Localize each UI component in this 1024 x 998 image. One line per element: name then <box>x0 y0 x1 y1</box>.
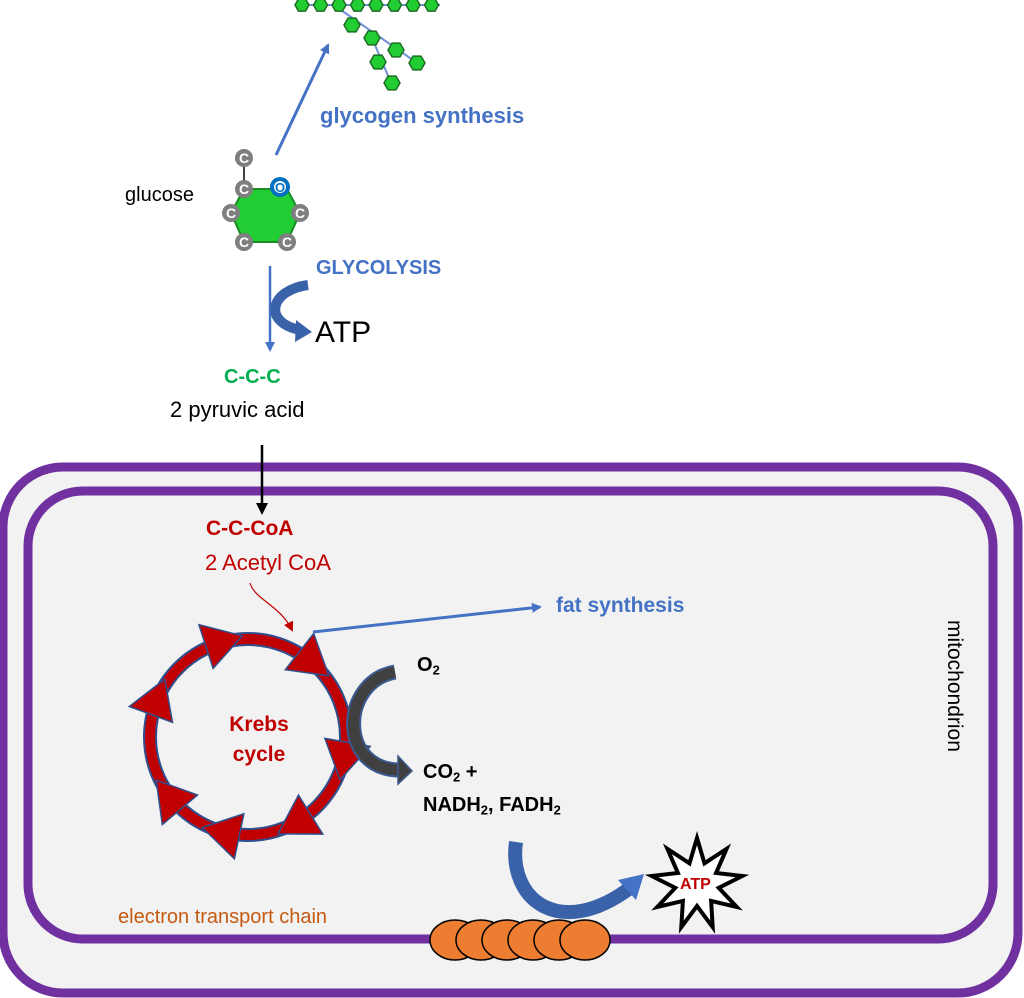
atp-glycolysis-label: ATP <box>315 316 372 349</box>
atp-arrowhead <box>295 320 312 342</box>
carbon-atom <box>235 180 253 198</box>
atp-etc-label: ATP <box>680 876 711 893</box>
etc-curved-arrow <box>508 841 635 920</box>
glycogen-molecule <box>294 0 440 91</box>
fadh-subscript: 2 <box>553 802 561 818</box>
nadh-symbol: NADH <box>423 794 481 816</box>
glycogen-branch-unit <box>383 75 401 91</box>
co2-plus: + <box>460 761 478 783</box>
etc-arrowhead <box>618 874 644 900</box>
krebs-label-line2: cycle <box>232 743 286 767</box>
krebs-cycle-label: Krebs cycle <box>224 710 294 771</box>
fat-synthesis-label: fat synthesis <box>556 594 685 617</box>
co2-symbol: CO <box>423 761 453 783</box>
krebs-arrowhead <box>127 677 174 724</box>
nadh-subscript: 2 <box>480 802 489 818</box>
glycogen-branch-unit <box>408 55 426 71</box>
glycolysis-label: GLYCOLYSIS <box>316 257 442 279</box>
carbon-atom <box>235 149 253 167</box>
atp-star <box>644 830 750 934</box>
krebs-arrowhead <box>197 623 244 670</box>
glycogen-branch-unit <box>343 17 361 33</box>
oxygen-symbol: O <box>417 654 433 676</box>
glycogen-branch-unit <box>387 42 405 58</box>
etc-label: electron transport chain <box>118 906 328 928</box>
carbon-symbol: C <box>239 181 249 197</box>
acetyl-name: 2 Acetyl CoA <box>205 550 331 575</box>
acetyl-entry-arrow <box>249 582 294 632</box>
glycogen-branch-unit <box>369 54 387 70</box>
glycogen-unit <box>405 0 421 12</box>
krebs-arrowhead <box>155 778 199 827</box>
carbon-symbol: C <box>239 234 249 250</box>
atp-curved-arrow <box>270 280 309 335</box>
carbon-atom <box>222 204 240 222</box>
oxygen-subscript: 2 <box>432 662 440 678</box>
oxygen-symbol: O <box>275 180 285 195</box>
carbon-atom <box>278 233 296 251</box>
acetyl-formula: C-C-CoA <box>206 517 294 540</box>
pyruvate-formula: C-C-C <box>224 366 281 388</box>
etc-complex <box>559 919 611 961</box>
carbon-symbol: C <box>282 234 292 250</box>
oxygen-curved-arrow-fill <box>348 666 401 776</box>
krebs-ring-fill <box>145 634 351 840</box>
carbon-symbol: C <box>226 205 236 221</box>
carbon-symbol: C <box>295 205 305 221</box>
etc-complexes <box>429 919 611 961</box>
glycogen-unit <box>386 0 403 12</box>
co2-subscript: 2 <box>453 769 461 785</box>
pyruvate-name: 2 pyruvic acid <box>170 397 305 422</box>
krebs-arrowhead <box>200 812 245 861</box>
carbon-atom <box>235 233 253 251</box>
krebs-arrowhead <box>283 631 330 677</box>
oxygen-atom-center <box>274 181 286 193</box>
glycogen-synthesis-label: glycogen synthesis <box>320 103 525 128</box>
carbon-symbol: C <box>239 150 249 166</box>
glycogen-unit <box>368 0 384 12</box>
glycogen-unit <box>312 0 329 12</box>
glycogen-unit <box>423 0 440 12</box>
glucose-label: glucose <box>125 184 194 206</box>
fadh-symbol: , FADH <box>488 794 554 816</box>
krebs-arrowhead <box>276 793 325 835</box>
glycogen-unit <box>294 0 310 12</box>
glycogen-synthesis-arrow <box>274 43 330 156</box>
fat-synthesis-arrow <box>312 602 542 634</box>
oxygen-arrowhead <box>397 754 414 786</box>
mitochondrion-label: mitochondrion <box>943 620 966 752</box>
nadh-fadh-label: NADH2, FADH2 <box>423 794 561 818</box>
krebs-label-line1: Krebs <box>229 713 289 736</box>
co2-label: CO2 + <box>423 761 478 785</box>
glycogen-branch-unit <box>363 30 381 46</box>
glucose-molecule <box>229 160 302 243</box>
glycogen-unit <box>331 0 347 12</box>
oxygen-label: O2 <box>417 654 440 678</box>
carbon-atom <box>291 204 309 222</box>
glycogen-unit <box>349 0 366 12</box>
